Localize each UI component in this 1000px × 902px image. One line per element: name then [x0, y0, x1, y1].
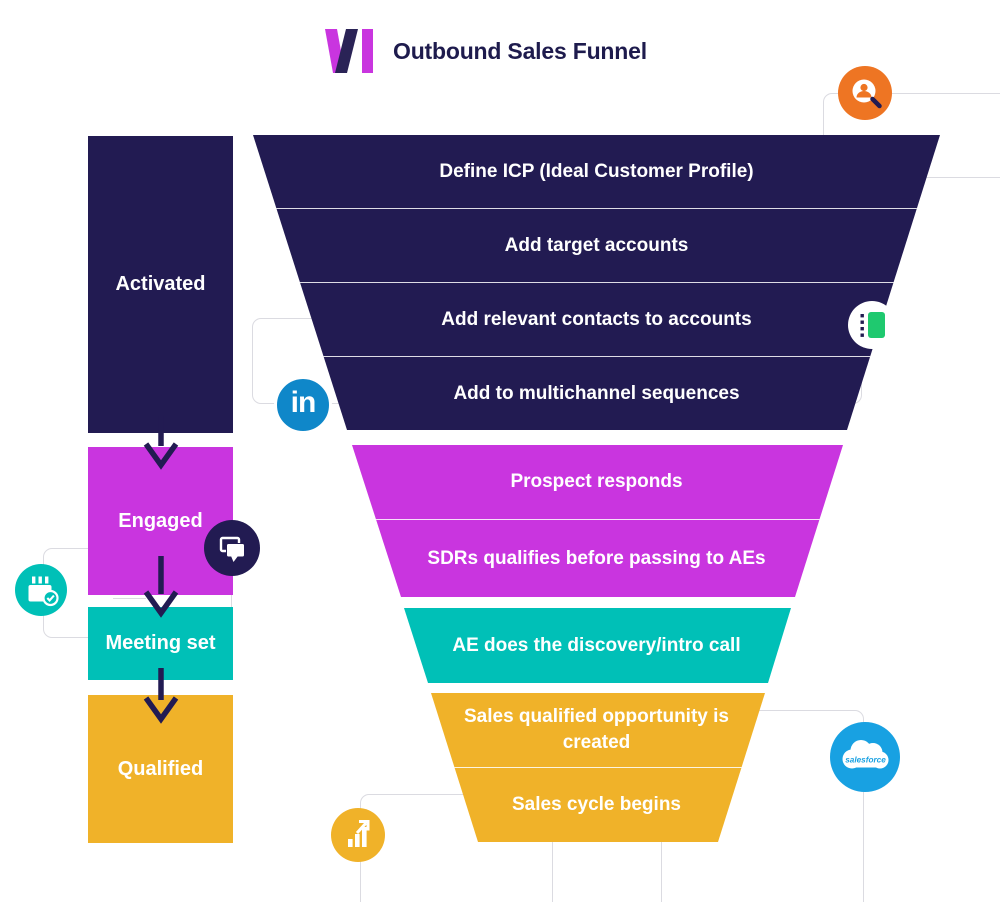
funnel-step: Add to multichannel sequences — [453, 382, 740, 404]
stage-label: Engaged — [118, 509, 203, 532]
stage-block-qualified: Qualified — [88, 695, 233, 843]
down-arrow-icon — [143, 556, 179, 618]
meeting-calendar-icon — [15, 564, 67, 616]
chat-glyph — [219, 536, 244, 562]
person-magnifier-glyph — [852, 79, 882, 109]
funnel-step: Define ICP (Ideal Customer Profile) — [253, 135, 940, 209]
prospect-search-icon — [838, 66, 892, 120]
linkedin-label: in — [290, 386, 317, 419]
funnel-step: Add relevant contacts to accounts — [253, 283, 940, 357]
stage-label: Meeting set — [105, 632, 216, 654]
funnel-step: SDRs qualifies before passing to AEs — [427, 547, 766, 569]
funnel-section-meeting-set: AE does the discovery/intro call — [404, 608, 791, 683]
funnel-section-engaged: Prospect responds SDRs qualifies before … — [352, 445, 843, 597]
connector-segment — [113, 598, 146, 599]
funnel: Define ICP (Ideal Customer Profile) Add … — [253, 135, 940, 845]
stage-label: Activated — [115, 273, 206, 295]
contacts-list-icon — [848, 301, 896, 349]
funnel-step: Sales cycle begins — [512, 794, 681, 816]
linkedin-icon: in — [274, 376, 332, 434]
stage-block-activated: Activated — [88, 136, 233, 433]
funnel-step: Prospect responds — [352, 445, 843, 520]
calendar-check-glyph — [28, 576, 59, 607]
salesforce-cloud-glyph: salesforce — [842, 740, 889, 769]
funnel-section-activated: Define ICP (Ideal Customer Profile) Add … — [253, 135, 940, 430]
funnel-step: Add target accounts — [253, 209, 940, 283]
stage-label: Qualified — [117, 757, 204, 780]
brand-logo — [325, 29, 373, 73]
stage-block-meeting-set: Meeting set — [88, 607, 233, 680]
revenue-chart-icon — [331, 808, 385, 862]
funnel-step: AE does the discovery/intro call — [452, 634, 741, 656]
salesforce-icon: salesforce — [830, 722, 900, 792]
funnel-step: Sales qualified opportunity is created — [431, 693, 765, 768]
down-arrow-icon — [143, 668, 179, 724]
funnel-section-qualified: Sales qualified opportunity is created S… — [431, 693, 765, 842]
salesforce-label: salesforce — [845, 756, 886, 765]
down-arrow-icon — [143, 416, 179, 470]
bar-chart-glyph — [348, 820, 370, 847]
chat-messages-icon — [204, 520, 260, 576]
notebook-glyph — [860, 312, 885, 338]
page-title: Outbound Sales Funnel — [393, 38, 647, 64]
